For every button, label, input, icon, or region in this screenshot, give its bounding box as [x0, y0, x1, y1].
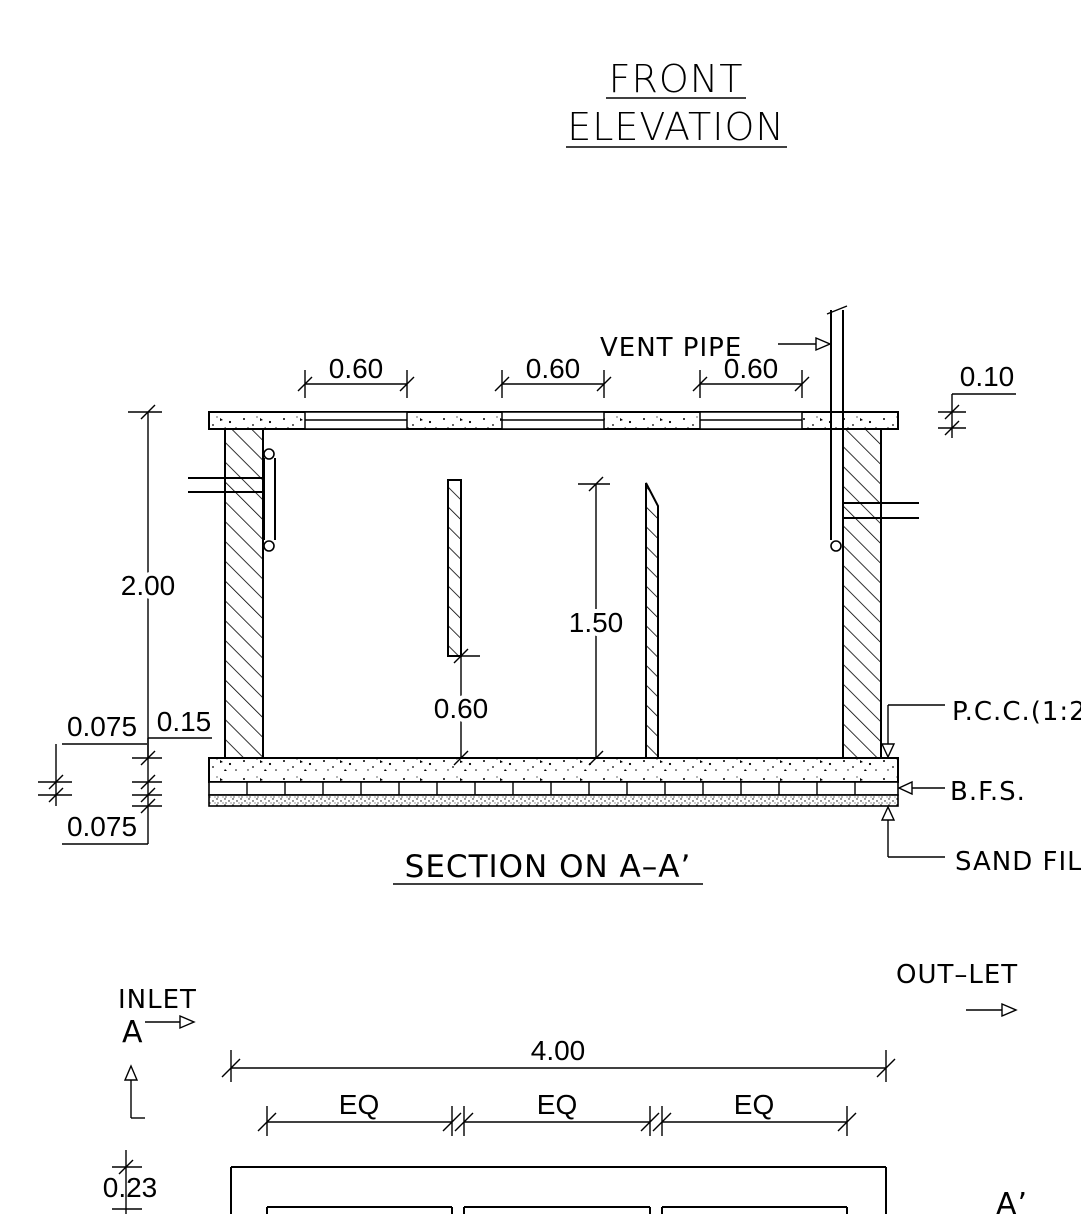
manhole-openings	[304, 411, 803, 430]
baffle-wall-1	[447, 479, 462, 657]
baffle-gap-dimension: 0.60	[430, 648, 492, 766]
dim-overall-height: 2.00	[121, 570, 176, 601]
eq-dimensions: EQ EQ EQ	[257, 1089, 857, 1136]
wall-thickness-dimension: 0.23	[103, 1150, 158, 1214]
vent-pipe-label: VENT PIPE	[600, 333, 742, 363]
section-mark-right: A’	[996, 1187, 1028, 1214]
dim-wall-thickness: 0.23	[103, 1172, 158, 1203]
dim-pcc: 0.15	[157, 706, 212, 737]
callout-bfs: B.F.S.	[950, 777, 1026, 807]
sand-filling	[208, 794, 899, 807]
title-line-1: FRONT	[609, 57, 744, 101]
callout-sand: SAND FIL	[955, 847, 1081, 877]
brick-flat-soling	[208, 781, 899, 796]
left-wall	[224, 428, 264, 759]
inlet-pipe	[188, 448, 276, 552]
pcc-bed	[208, 757, 899, 783]
dim-baffle-gap: 0.60	[434, 693, 489, 724]
front-elevation-title: FRONT ELEVATION	[566, 57, 787, 149]
section-drawing: VENT PIPE 0.60 0.60 0.60	[38, 305, 1081, 885]
dim-overall-length: 4.00	[531, 1035, 586, 1066]
slab-opening-dimensions: 0.60 0.60 0.60	[297, 353, 810, 398]
base-layer-dimensions: 0.075 0.15 0.075	[38, 706, 212, 845]
outlet-label: OUT–LET	[896, 960, 1018, 990]
overall-height-dimension: 2.00	[117, 404, 179, 758]
dim-eq-1: EQ	[339, 1089, 379, 1120]
title-line-2: ELEVATION	[567, 105, 785, 149]
dim-opening-1: 0.60	[329, 353, 384, 384]
outlet-pipe	[826, 305, 919, 552]
layer-callouts: P.C.C.(1:2 B.F.S. SAND FIL	[880, 697, 1081, 877]
baffle-wall-2	[645, 482, 659, 759]
tank-plan-outline	[230, 1166, 887, 1214]
baffle-height-dimension: 1.50	[565, 476, 627, 766]
right-wall	[842, 428, 882, 759]
callout-pcc: P.C.C.(1:2	[952, 697, 1081, 727]
plan-drawing: INLET A OUT–LET A’ 4.00 EQ	[103, 960, 1028, 1214]
dim-eq-2: EQ	[537, 1089, 577, 1120]
slab-thickness-dimension: 0.10	[938, 361, 1016, 438]
vent-pipe-callout: VENT PIPE	[600, 333, 832, 363]
dim-bfs-top: 0.075	[67, 711, 137, 742]
dim-opening-2: 0.60	[526, 353, 581, 384]
inlet-label: INLET	[118, 985, 197, 1015]
overall-length-dimension: 4.00	[221, 1035, 896, 1082]
dim-baffle-height: 1.50	[569, 607, 624, 638]
dim-sand-bottom: 0.075	[67, 811, 137, 842]
section-title: SECTION ON A–A’	[405, 849, 692, 885]
dim-eq-3: EQ	[734, 1089, 774, 1120]
dim-opening-3: 0.60	[724, 353, 779, 384]
section-mark-left: A	[122, 1015, 144, 1050]
dim-slab-thickness: 0.10	[960, 361, 1015, 392]
